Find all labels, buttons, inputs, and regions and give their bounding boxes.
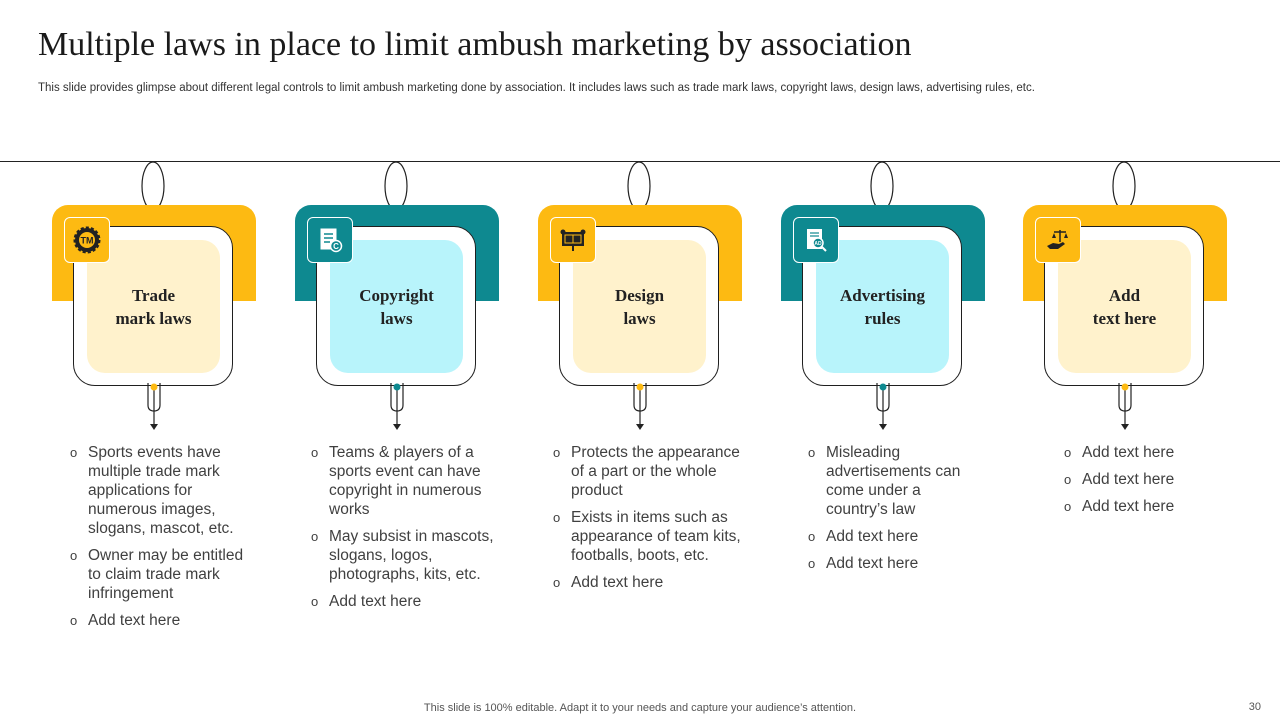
copyright-document-icon: C <box>307 217 353 263</box>
blueprint-design-icon <box>550 217 596 263</box>
connector-arrow <box>876 383 890 430</box>
ad-search-icon: AD <box>793 217 839 263</box>
slide-title: Multiple laws in place to limit ambush m… <box>38 26 912 63</box>
connector-arrow <box>1118 383 1132 430</box>
connector-arrow <box>633 383 647 430</box>
trademark-icon: TM <box>64 217 110 263</box>
connector-arrow <box>147 383 161 430</box>
svg-text:C: C <box>333 242 339 251</box>
footer-note: This slide is 100% editable. Adapt it to… <box>423 702 857 714</box>
hand-scales-icon <box>1035 217 1081 263</box>
connector-arrow <box>390 383 404 430</box>
svg-text:TM: TM <box>81 236 94 246</box>
page-number: 30 <box>1248 701 1261 713</box>
svg-text:AD: AD <box>814 241 822 247</box>
slide-subtitle: This slide provides glimpse about differ… <box>38 82 1035 94</box>
